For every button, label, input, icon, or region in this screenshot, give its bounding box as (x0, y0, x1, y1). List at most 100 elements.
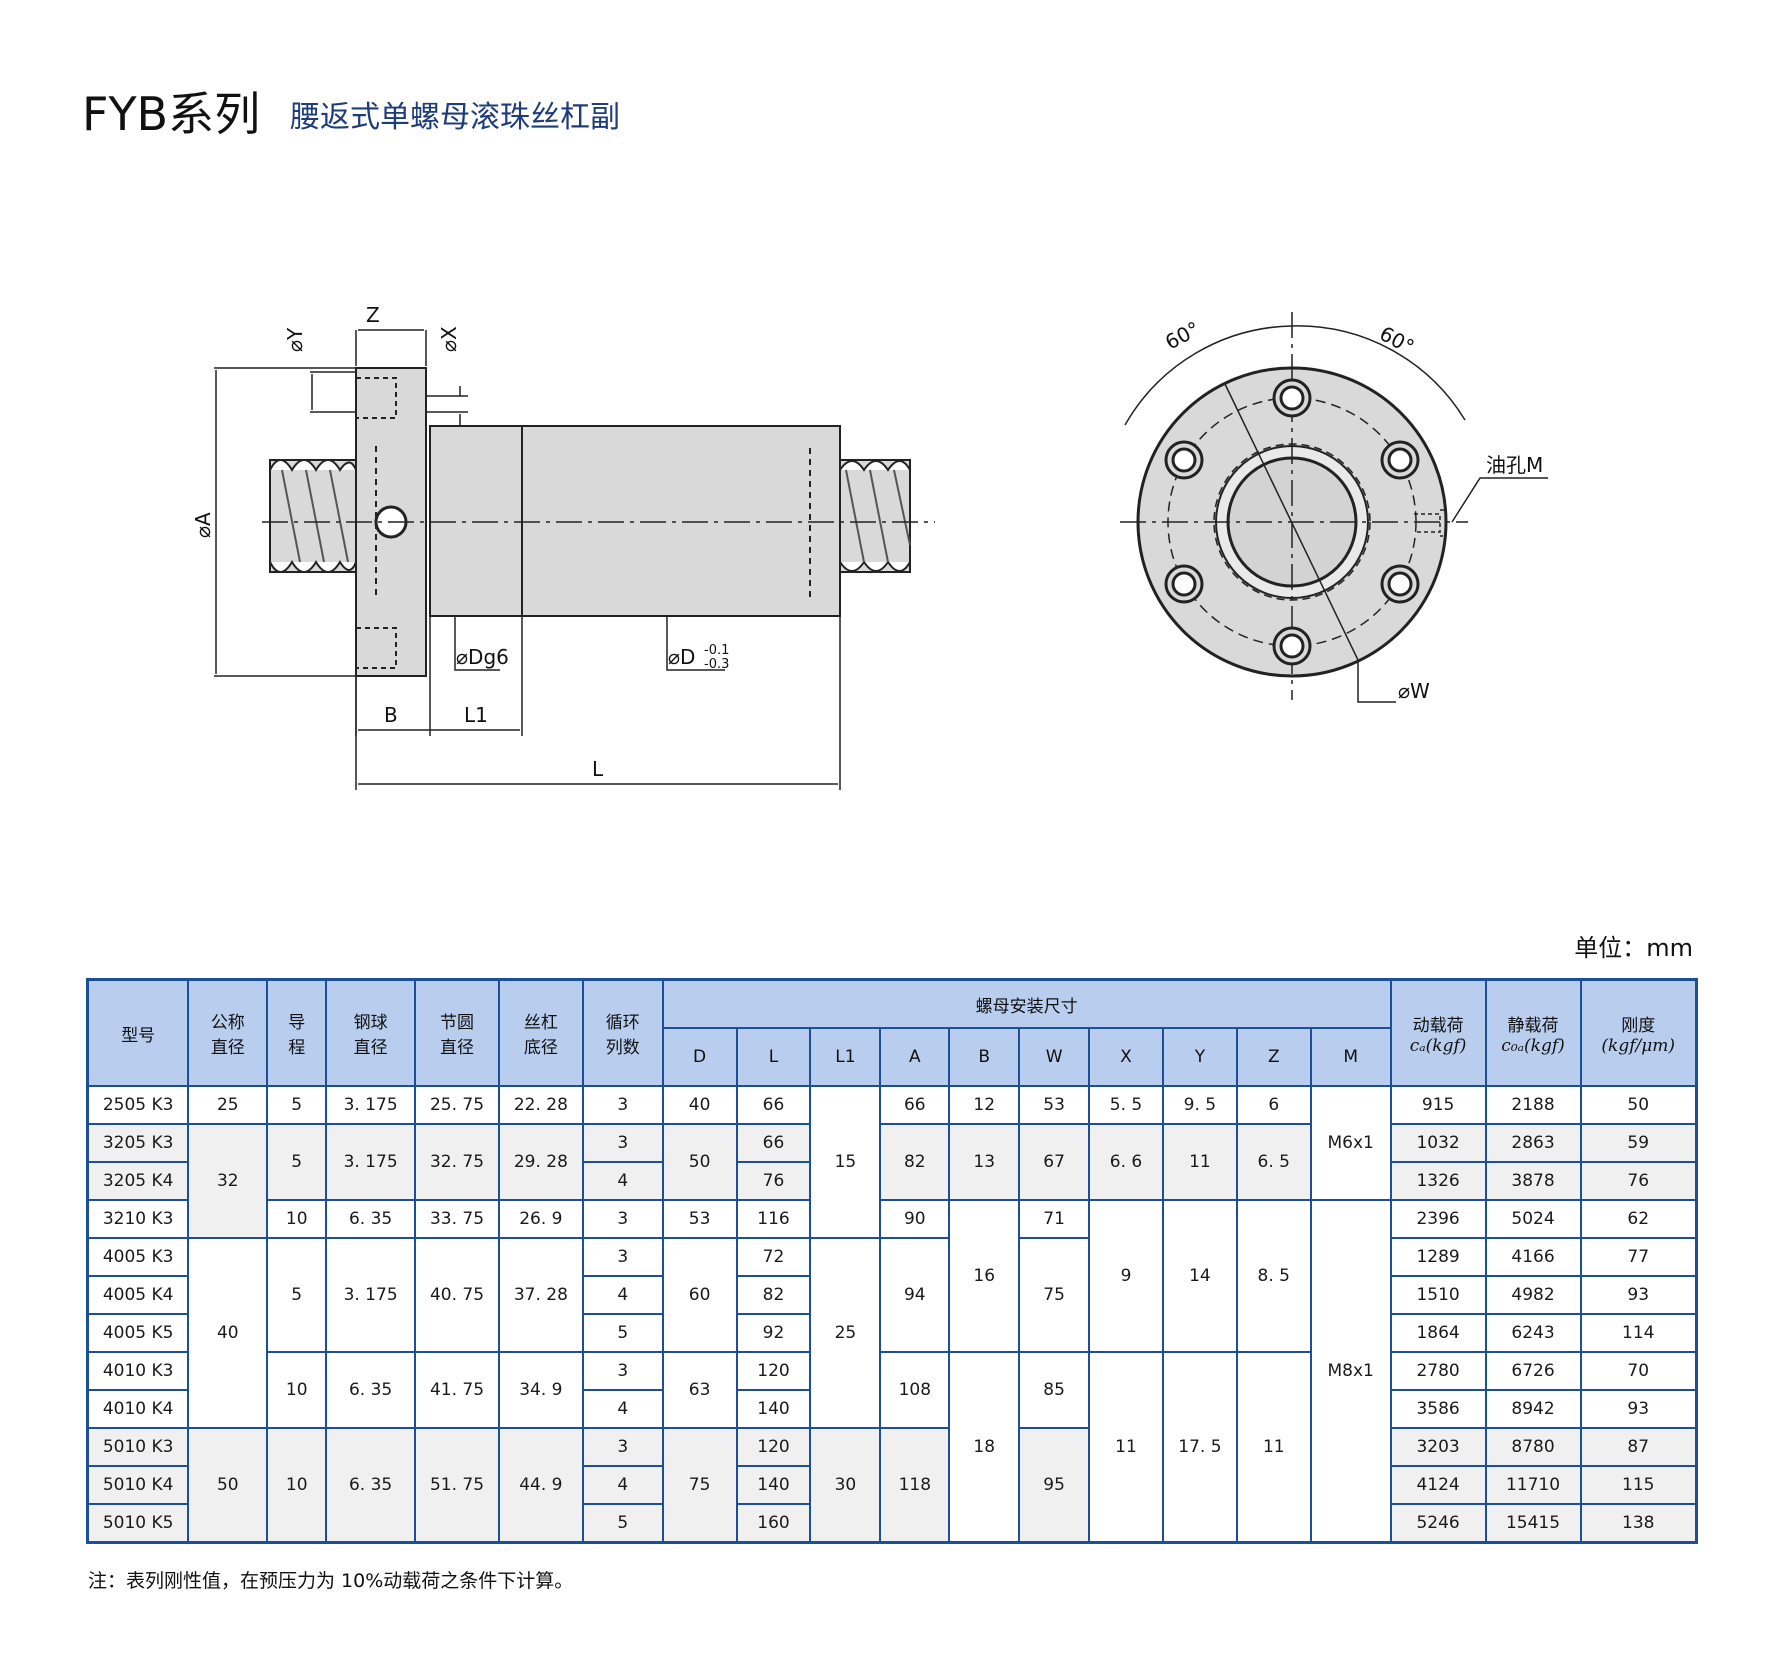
cell-rigidity: 93 (1579, 1389, 1698, 1429)
cell-l: 140 (735, 1389, 812, 1429)
cell-nominal-dia: 50 (187, 1427, 269, 1544)
cell-static: 2188 (1484, 1085, 1582, 1125)
cell-circuits: 4 (581, 1275, 664, 1315)
cell-root-dia: 22. 28 (497, 1085, 584, 1125)
cell-model: 3205 K4 (86, 1161, 190, 1201)
series-subtitle: 腰返式单螺母滚珠丝杠副 (290, 100, 620, 135)
cell-rigidity: 70 (1579, 1351, 1698, 1391)
label-l: L (592, 757, 604, 781)
cell-static: 2863 (1484, 1123, 1582, 1163)
cell-circuits: 3 (581, 1427, 664, 1467)
table-row: 4005 K4 4 82 1510 4982 93 (86, 1275, 1698, 1315)
cell-lead: 5 (266, 1085, 328, 1125)
cell-ball-dia: 6. 35 (325, 1427, 417, 1544)
label-tol-upper: -0.1 (704, 643, 729, 658)
cell-d: 75 (661, 1427, 738, 1544)
cell-ball-dia: 6. 35 (325, 1351, 417, 1429)
col-pitch-dia: 节圆直径 (414, 978, 500, 1087)
cell-y: 17. 5 (1161, 1351, 1238, 1544)
nut-body (521, 425, 841, 617)
cell-pitch-dia: 41. 75 (414, 1351, 500, 1429)
col-d: D (661, 1027, 738, 1087)
cell-static: 15415 (1484, 1503, 1582, 1544)
cell-b: 12 (948, 1085, 1021, 1125)
cell-b: 13 (948, 1123, 1021, 1201)
cell-static: 8942 (1484, 1389, 1582, 1429)
unit-label: 单位：mm (1574, 934, 1693, 962)
col-nut-dims: 螺母安装尺寸 (661, 978, 1392, 1029)
bolt-holes (1164, 378, 1420, 666)
table-row: 4010 K3 10 6. 35 41. 75 34. 9 3 63 120 1… (86, 1351, 1698, 1544)
cell-lead: 10 (266, 1351, 328, 1429)
cell-rigidity: 62 (1579, 1199, 1698, 1239)
cell-circuits: 3 (581, 1199, 664, 1239)
cell-a: 108 (879, 1351, 951, 1429)
cell-a: 118 (879, 1427, 951, 1544)
cell-root-dia: 34. 9 (497, 1351, 584, 1429)
cell-w: 95 (1018, 1427, 1091, 1544)
label-phi-dg6: ⌀Dg6 (456, 645, 509, 669)
cell-static: 8780 (1484, 1427, 1582, 1467)
label-phi-x: ⌀X (437, 326, 461, 352)
table-row: 4005 K5 5 92 1864 6243 114 (86, 1313, 1698, 1353)
cell-d: 60 (661, 1237, 738, 1353)
cell-dynamic: 1032 (1389, 1123, 1487, 1163)
cell-lead: 5 (266, 1237, 328, 1353)
cell-circuits: 3 (581, 1237, 664, 1277)
cell-l1: 30 (809, 1427, 882, 1544)
cell-rigidity: 59 (1579, 1123, 1698, 1163)
col-x: X (1088, 1027, 1164, 1087)
cell-static: 6726 (1484, 1351, 1582, 1391)
cell-l1: 25 (809, 1237, 882, 1429)
cell-model: 4005 K3 (86, 1237, 190, 1277)
col-lead: 导程 (266, 978, 328, 1087)
cell-static: 11710 (1484, 1465, 1582, 1505)
label-phi-d: ⌀D (668, 645, 695, 669)
cell-root-dia: 44. 9 (497, 1427, 584, 1544)
cell-a: 90 (879, 1199, 951, 1239)
cell-root-dia: 26. 9 (497, 1199, 584, 1239)
cell-rigidity: 138 (1579, 1503, 1698, 1544)
col-a: A (879, 1027, 951, 1087)
cell-x: 6. 6 (1088, 1123, 1164, 1201)
cell-dynamic: 2396 (1389, 1199, 1487, 1239)
cell-dynamic: 4124 (1389, 1465, 1487, 1505)
cell-a: 82 (879, 1123, 951, 1201)
cell-z: 8. 5 (1235, 1199, 1312, 1353)
table-row: 3210 K3 10 6. 35 33. 75 26. 9 3 53 116 9… (86, 1199, 1698, 1544)
label-phi-y: ⌀Y (283, 327, 307, 352)
cell-d: 63 (661, 1351, 738, 1429)
cell-w: 53 (1018, 1085, 1091, 1125)
cell-m: M6x1 (1309, 1085, 1392, 1201)
col-l1: L1 (809, 1027, 882, 1087)
cell-z: 11 (1235, 1351, 1312, 1544)
cell-a: 66 (879, 1085, 951, 1125)
cell-dynamic: 2780 (1389, 1351, 1487, 1391)
table-row: 5010 K4 4 140 4124 11710 115 (86, 1465, 1698, 1505)
cell-x: 11 (1088, 1351, 1164, 1544)
cell-nominal-dia: 32 (187, 1123, 269, 1239)
screw-thread-left (269, 459, 357, 573)
col-model: 型号 (86, 978, 190, 1087)
cell-lead: 5 (266, 1123, 328, 1201)
col-root-dia: 丝杠底径 (497, 978, 584, 1087)
cell-l: 72 (735, 1237, 812, 1277)
label-angle-right: 60° (1376, 321, 1419, 359)
cell-rigidity: 87 (1579, 1427, 1698, 1467)
cell-dynamic: 1864 (1389, 1313, 1487, 1353)
cell-l: 92 (735, 1313, 812, 1353)
cell-circuits: 3 (581, 1085, 664, 1125)
cell-static: 4166 (1484, 1237, 1582, 1277)
technical-drawing: Z ⌀Y ⌀X ⌀A ⌀Dg6 ⌀D -0.1 -0.3 B L1 L 60° … (191, 303, 1548, 790)
cell-m: M8x1 (1309, 1199, 1392, 1544)
table-row: 3205 K3 32 5 3. 175 32. 75 29. 28 3 50 6… (86, 1123, 1698, 1239)
col-nominal-dia: 公称直径 (187, 978, 269, 1087)
cell-static: 6243 (1484, 1313, 1582, 1353)
cell-pitch-dia: 32. 75 (414, 1123, 500, 1201)
cell-b: 18 (948, 1351, 1021, 1544)
cell-model: 2505 K3 (86, 1085, 190, 1125)
cell-circuits: 5 (581, 1313, 664, 1353)
cell-d: 40 (661, 1085, 738, 1125)
label-angle-left: 60° (1161, 317, 1204, 355)
label-tol-lower: -0.3 (704, 657, 729, 672)
